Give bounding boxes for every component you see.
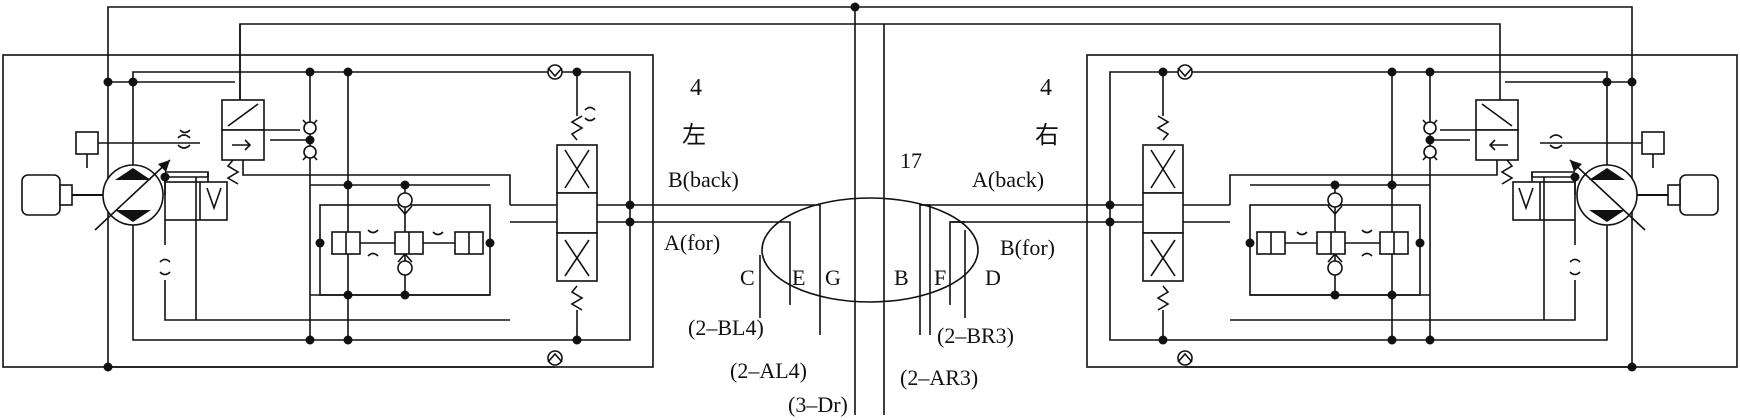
- center-unit-number: 17: [900, 148, 922, 173]
- label-a-back: A(back): [972, 167, 1044, 192]
- top-pilot-lines: [107, 2, 1633, 100]
- port-b: B: [894, 265, 909, 290]
- right-cylinder: [1230, 171, 1581, 321]
- label-ar3: (2–AR3): [900, 365, 978, 390]
- left-main-spool-valve: [510, 64, 635, 366]
- right-logic-block: [1245, 72, 1430, 340]
- left-brake-drum: [21, 174, 103, 216]
- left-directional-valve: [177, 24, 511, 205]
- port-group-ellipse: [761, 197, 979, 303]
- port-c: C: [740, 265, 755, 290]
- left-unit-char: 左: [682, 122, 706, 149]
- label-a-for: A(for): [664, 230, 720, 255]
- label-b-back: B(back): [668, 167, 739, 192]
- left-port-lines: [630, 204, 821, 335]
- port-f: F: [934, 265, 946, 290]
- right-unit-number: 4: [1040, 75, 1052, 101]
- left-logic-block: [310, 72, 495, 340]
- left-unit: [21, 24, 821, 372]
- left-cylinder: [159, 129, 510, 321]
- label-dr: (3–Dr): [788, 392, 848, 417]
- left-unit-number: 4: [690, 75, 702, 101]
- right-main-spool-valve: [1105, 64, 1230, 366]
- label-br3: (2–BR3): [937, 323, 1014, 348]
- right-brake-drum: [1637, 174, 1719, 216]
- left-check-valves: [270, 72, 318, 340]
- port-e: E: [792, 265, 805, 290]
- right-directional-valve: [1229, 99, 1563, 205]
- right-unit-char: 右: [1035, 122, 1059, 149]
- right-unit: [919, 64, 1719, 372]
- right-solenoid: [1540, 131, 1665, 168]
- right-hydraulic-motor: [1569, 159, 1646, 231]
- right-port-lines: [919, 204, 1110, 335]
- center-drain-lines: [854, 7, 885, 415]
- label-bl4: (2–BL4): [688, 315, 764, 340]
- port-d: D: [985, 265, 1001, 290]
- port-drop-lines: [759, 204, 966, 335]
- port-g: G: [825, 265, 841, 290]
- label-al4: (2–AL4): [730, 358, 807, 383]
- left-solenoid: [75, 131, 200, 168]
- left-hydraulic-motor: [94, 159, 171, 231]
- right-check-valves: [1422, 72, 1470, 340]
- label-b-for: B(for): [1000, 235, 1055, 260]
